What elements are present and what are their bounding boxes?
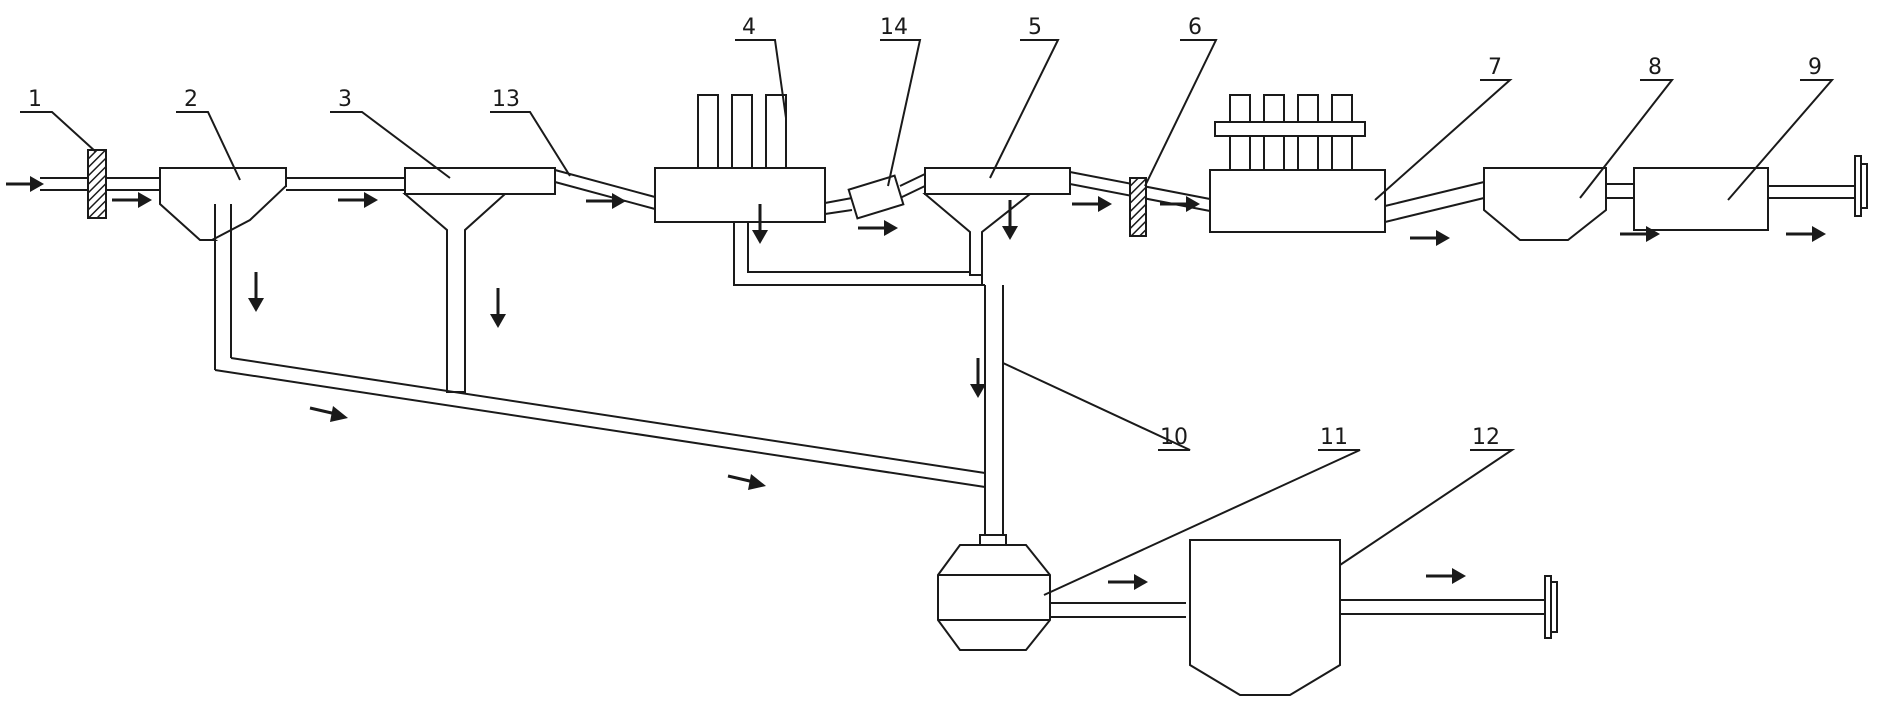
outlet-flange-bottom <box>1544 575 1558 639</box>
arrow-icon <box>338 192 378 208</box>
arrow-icon <box>586 193 626 209</box>
arrow-icon <box>490 288 506 328</box>
arrow-icon <box>1620 226 1660 242</box>
arrow-icon <box>248 272 264 312</box>
arrow-icon <box>6 176 44 192</box>
arrow-icon <box>1108 574 1148 590</box>
component-8-hopper <box>1483 167 1607 241</box>
arrow-icon <box>752 204 768 244</box>
label-11: 11 <box>1320 425 1348 450</box>
component-6-plate <box>1129 177 1147 237</box>
leader-lines <box>20 39 1835 596</box>
label-5: 5 <box>1028 15 1042 40</box>
arrow-icon <box>1160 196 1200 212</box>
label-8: 8 <box>1648 55 1662 80</box>
label-12: 12 <box>1472 425 1500 450</box>
main-pipeline <box>40 169 1855 223</box>
arrow-icon <box>1786 226 1826 242</box>
arrow-icon <box>1426 568 1466 584</box>
label-1: 1 <box>28 87 42 112</box>
component-14-valve <box>847 174 905 220</box>
label-14: 14 <box>880 15 908 40</box>
component-4-unit <box>654 94 826 223</box>
arrow-icon <box>858 220 898 236</box>
return-pipeline <box>214 204 1004 535</box>
arrow-icon <box>970 358 986 398</box>
component-7-unit <box>1209 94 1386 233</box>
label-7: 7 <box>1488 55 1502 80</box>
arrow-icon <box>309 406 348 422</box>
label-10: 10 <box>1160 425 1188 450</box>
label-3: 3 <box>338 87 352 112</box>
component-11-drum <box>937 534 1051 651</box>
labels: 1 2 3 4 5 6 7 8 9 10 11 12 13 14 <box>28 15 1822 450</box>
label-13: 13 <box>492 87 520 112</box>
arrow-icon <box>1410 230 1450 246</box>
label-9: 9 <box>1808 55 1822 80</box>
arrow-icon <box>727 474 766 490</box>
outlet-flange-top <box>1854 155 1868 217</box>
label-6: 6 <box>1188 15 1202 40</box>
component-3-separator <box>402 167 556 393</box>
arrow-icon <box>1002 200 1018 240</box>
flow-arrows <box>6 176 1826 590</box>
component-12-tank <box>1189 539 1341 696</box>
label-2: 2 <box>184 87 198 112</box>
component-1-plate <box>87 149 107 219</box>
component-5-separator <box>922 167 1071 276</box>
arrow-icon <box>1072 196 1112 212</box>
label-4: 4 <box>742 15 756 40</box>
arrow-icon <box>112 192 152 208</box>
component-2-hopper <box>159 167 287 241</box>
